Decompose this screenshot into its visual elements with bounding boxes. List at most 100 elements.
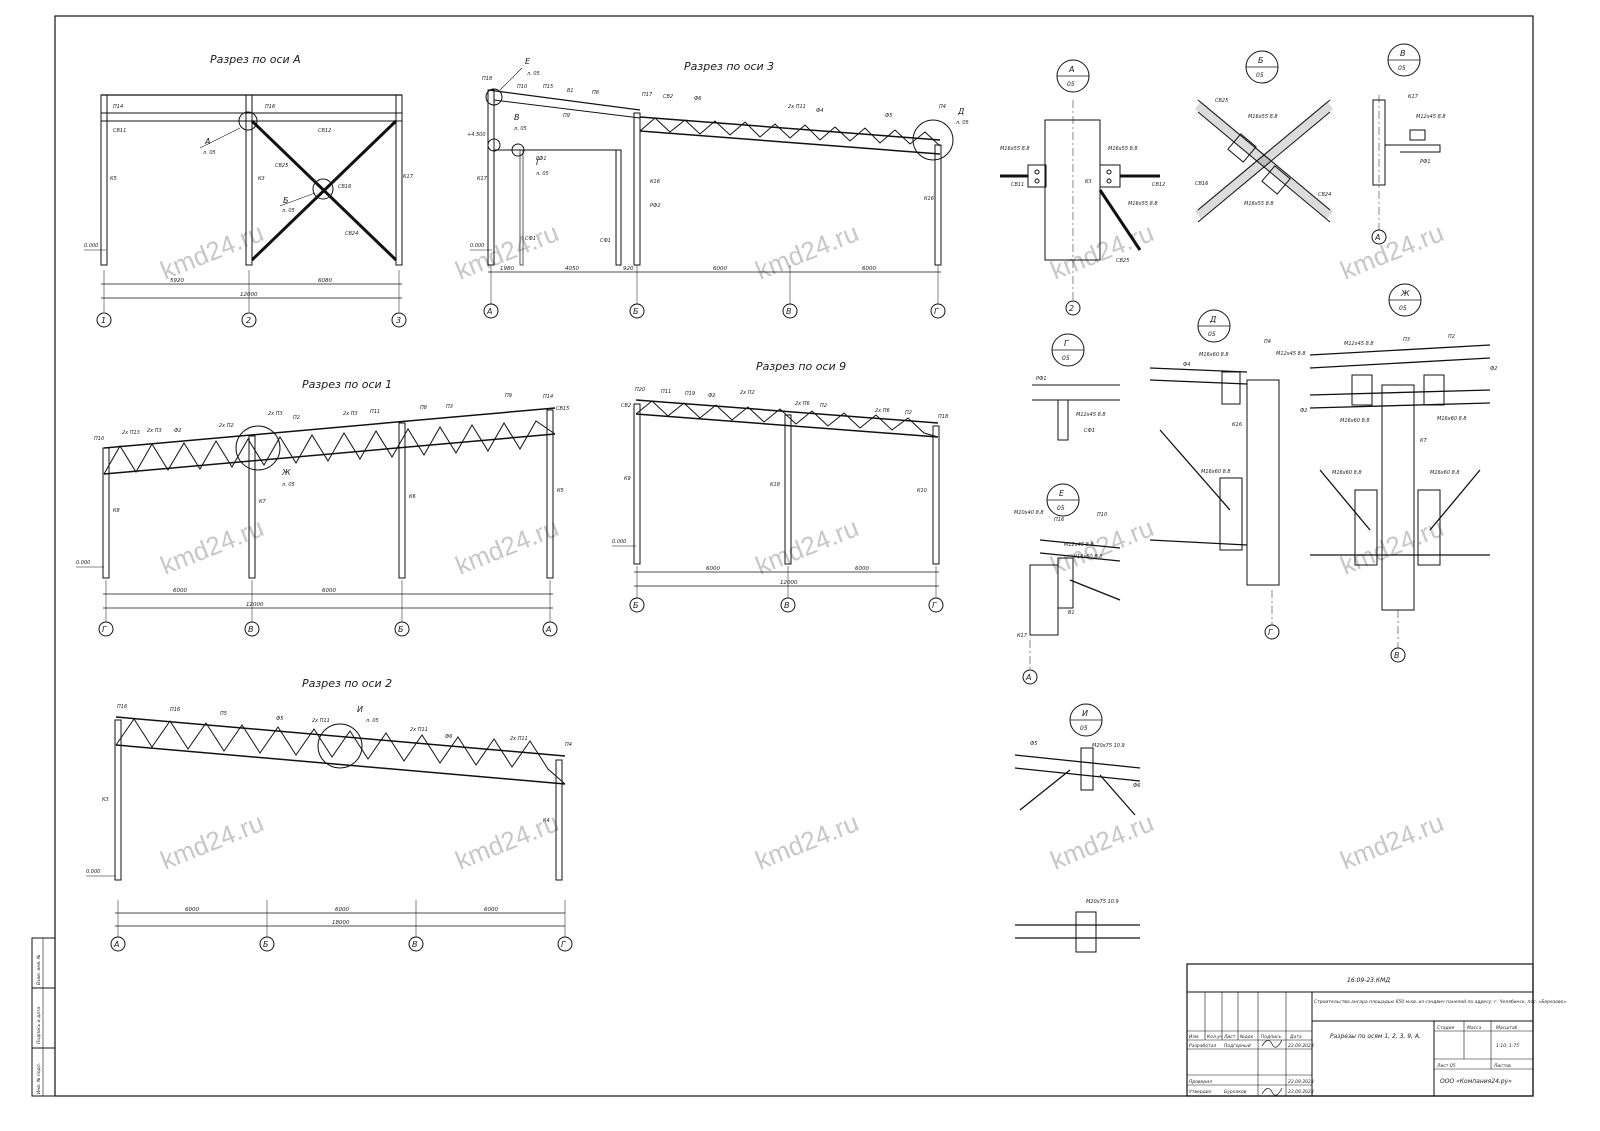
node-label: М16х60 8.8 <box>1332 470 1362 476</box>
member-label: П18 <box>938 414 948 420</box>
member-label: П16 <box>117 704 127 710</box>
node-splice: М20х75 10.9 <box>1015 899 1140 953</box>
node-sheet: 05 <box>1398 65 1406 72</box>
tb-header: Дата <box>1289 1034 1302 1040</box>
dim-span: 6000 <box>335 907 349 913</box>
axis-label: В <box>784 601 790 610</box>
callout-mark: Г <box>536 158 541 167</box>
callout-sheet: л. 05 <box>535 171 549 177</box>
tb-date: 23.09.2023 <box>1288 1079 1314 1085</box>
member-label: 2х П11 <box>510 736 528 742</box>
callout-mark: Б <box>283 196 289 205</box>
sheet-title: Разрезы по осям 1, 2, 3, 9, А. <box>1330 1033 1421 1040</box>
member-label: К18 <box>770 482 780 488</box>
watermark: kmd24.ru <box>1336 512 1448 580</box>
node-label: К3 <box>1085 179 1092 185</box>
watermark: kmd24.ru <box>1336 217 1448 285</box>
watermark: kmd24.ru <box>1046 807 1158 875</box>
member-label: Ф5 <box>885 113 893 119</box>
stamp-text-3: Инв. № подл. <box>36 1063 42 1094</box>
tb-role: Разработал <box>1189 1043 1216 1049</box>
node-label: М16х55 8.8 <box>1128 201 1158 207</box>
axis-label: В <box>786 307 792 316</box>
level-mark: +4.500 <box>467 132 486 138</box>
member-label: П11 <box>370 409 380 415</box>
tb-header: Лист <box>1223 1034 1236 1040</box>
level-mark: 0.000 <box>76 560 90 566</box>
dim-span: 6000 <box>855 566 869 572</box>
dim-total: 18000 <box>332 920 350 926</box>
section-title: Разрез по оси 3 <box>684 60 774 73</box>
section-title: Разрез по оси 9 <box>756 360 846 373</box>
section-axis-3: Разрез по оси 3 П18 П10 П15 В1 П9 П8 П17… <box>467 57 969 319</box>
node-label: К16 <box>1232 422 1242 428</box>
member-label: К5 <box>110 176 117 182</box>
node-label: М16х60 8.8 <box>1201 469 1231 475</box>
node-label: М20х75 10.9 <box>1086 899 1119 905</box>
node-label: СВ11 <box>1011 182 1024 188</box>
member-label: СВ2 <box>621 403 631 409</box>
sheet-frame <box>54 15 1534 1097</box>
member-label: К4 <box>543 818 550 824</box>
node-g: Г 05 РФ1 М12х45 8.8 СФ1 <box>1032 333 1120 441</box>
callout-mark: А <box>204 137 210 146</box>
member-label: К16 <box>650 179 660 185</box>
member-label: П8 <box>592 90 599 96</box>
node-label: СВ24 <box>1318 192 1331 198</box>
member-label: П2 <box>820 403 827 409</box>
dim-span: 5920 <box>170 278 184 284</box>
member-label: Ф5 <box>276 716 284 722</box>
callout-mark: Е <box>525 57 531 66</box>
watermarks: kmd24.ru kmd24.ru kmd24.ru kmd24.ru kmd2… <box>156 217 1448 875</box>
member-label: К8 <box>113 508 120 514</box>
member-label: П16 <box>170 707 180 713</box>
member-label: П8 <box>420 405 427 411</box>
member-label: П9 <box>563 113 570 119</box>
axis-label: А <box>113 940 119 949</box>
callout-mark: В <box>514 113 520 122</box>
node-label: СФ1 <box>1084 428 1095 434</box>
node-label: М12х45 8.8 <box>1416 114 1446 120</box>
member-label: СФ1 <box>600 238 611 244</box>
member-label: К17 <box>477 176 488 182</box>
callout-sheet: л. 05 <box>526 71 540 77</box>
member-label: П15 <box>543 84 553 90</box>
member-label: П2 <box>293 415 300 421</box>
member-label: К6 <box>409 494 416 500</box>
node-label: М12х45 8.8 <box>1076 412 1106 418</box>
member-label: 2х П3 <box>268 411 283 417</box>
dim-span: 6000 <box>706 566 720 572</box>
axis-label: Б <box>398 625 404 634</box>
axis-label: 1 <box>101 316 106 325</box>
axis-label: В <box>248 625 254 634</box>
section-title: Разрез по оси А <box>210 53 301 66</box>
level-mark: 0.000 <box>470 243 484 249</box>
axis-label: Г <box>934 307 939 316</box>
member-label: СВ15 <box>556 406 569 412</box>
dim-total: 12000 <box>780 580 798 586</box>
dim-span: 920 <box>623 266 634 272</box>
node-label: У16х60 8.8 <box>1074 554 1102 560</box>
member-label: СВ12 <box>318 128 331 134</box>
member-label: 2х П3 <box>343 411 358 417</box>
node-label: М10х40 8.8 <box>1014 510 1044 516</box>
axis-label: Г <box>561 940 566 949</box>
axis-label: Б <box>633 601 639 610</box>
node-label: М16х60 8.8 <box>1430 470 1460 476</box>
axis-label: А <box>486 307 492 316</box>
node-sheet: 05 <box>1080 725 1088 732</box>
node-mark: Г <box>1064 339 1069 348</box>
node-v: В 05 К17 М12х45 8.8 РФ1 А <box>1371 43 1446 245</box>
member-label: П10 <box>517 84 527 90</box>
node-label: Ф2 <box>1490 366 1498 372</box>
watermark: kmd24.ru <box>156 807 268 875</box>
tb-header: Изм. <box>1189 1034 1200 1040</box>
node-label: Ф4 <box>1183 362 1191 368</box>
node-label: М12х45 8.8 <box>1064 542 1094 548</box>
member-label: Ф2 <box>174 428 182 434</box>
node-label: П3 <box>1403 337 1410 343</box>
section-title: Разрез по оси 2 <box>302 677 392 690</box>
level-mark: 0.000 <box>612 539 626 545</box>
node-label: М20х75 10.9 <box>1092 743 1125 749</box>
